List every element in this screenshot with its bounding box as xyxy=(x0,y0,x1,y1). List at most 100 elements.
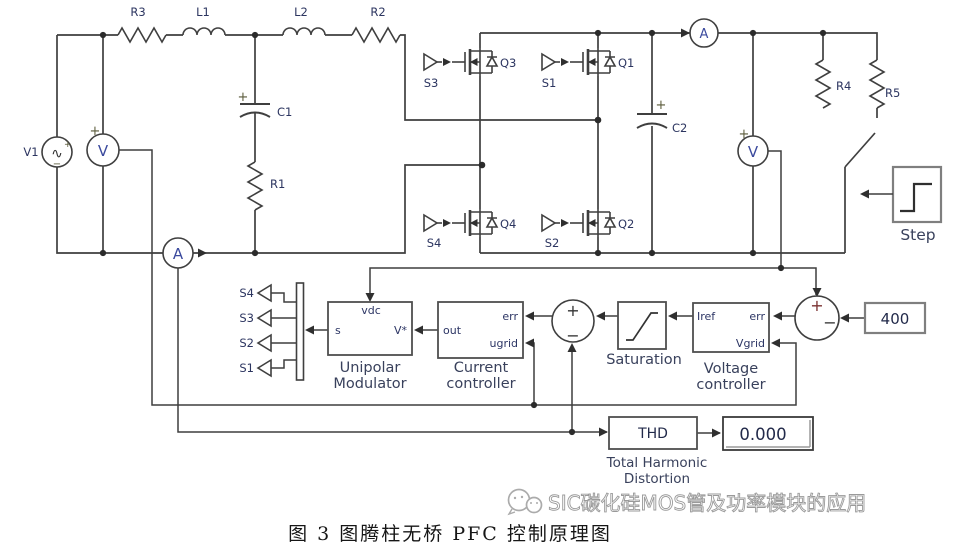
constant-400-value: 400 xyxy=(881,310,910,328)
saturation-curve-icon xyxy=(626,312,658,341)
input-voltmeter-letter: V xyxy=(98,142,109,160)
goto-tag-s4[interactable]: S4 xyxy=(239,284,272,302)
v1-minus-sign: − xyxy=(53,159,61,170)
r5-label: R5 xyxy=(885,86,900,100)
thd-caption-1: Total Harmonic xyxy=(606,455,708,471)
saturation-block[interactable]: Saturation xyxy=(606,301,682,368)
voltage-sum-plus: + xyxy=(810,296,823,315)
r3-label: R3 xyxy=(130,5,145,19)
r4-label: R4 xyxy=(836,79,851,93)
voltage-sum-minus: − xyxy=(823,313,836,332)
voltage-controller-block[interactable]: Iref err Vgrid Voltage controller xyxy=(692,302,770,393)
r1-label: R1 xyxy=(270,177,285,191)
current-sum-minus: − xyxy=(566,326,579,345)
resistor-r3[interactable]: R3 xyxy=(117,5,167,44)
goto-s4-label: S4 xyxy=(239,286,254,300)
resistor-r5[interactable]: R5 xyxy=(868,59,900,109)
unipolar-modulator-block[interactable]: vdc s V* Unipolar Modulator xyxy=(327,301,413,392)
output-ammeter-letter: A xyxy=(700,27,709,42)
inductor-l1[interactable]: L1 xyxy=(182,5,226,36)
output-voltmeter-plus: + xyxy=(739,127,750,142)
gate-driver-s1[interactable]: S1 xyxy=(541,53,570,90)
unipolar-modulator-name-1: Unipolar xyxy=(340,360,401,376)
mosfet-q1[interactable]: Q1 xyxy=(568,46,634,78)
v1-plus-sign: + xyxy=(64,140,72,150)
port-err-cc: err xyxy=(502,310,518,323)
inductor-l2[interactable]: L2 xyxy=(282,5,326,36)
thd-display-value: 0.000 xyxy=(739,425,786,444)
gate-driver-s3[interactable]: S3 xyxy=(423,53,452,90)
s2-label: S2 xyxy=(545,236,560,250)
watermark: SIC碳化硅MOS管及功率模块的应用 xyxy=(507,488,867,516)
step-block[interactable]: Step xyxy=(891,165,943,244)
port-vdc: vdc xyxy=(361,304,381,317)
r2-label: R2 xyxy=(370,5,385,19)
voltage-controller-name-2: controller xyxy=(696,377,765,393)
mosfet-q4[interactable]: Q4 xyxy=(450,207,516,239)
watermark-text: SIC碳化硅MOS管及功率模块的应用 xyxy=(548,491,866,515)
s1-label: S1 xyxy=(542,76,557,90)
current-controller-block[interactable]: out err ugrid Current controller xyxy=(437,301,524,392)
figure-caption: 图 3 图腾柱无桥 PFC 控制原理图 xyxy=(288,523,612,545)
capacitor-c1[interactable]: + C1 xyxy=(238,90,293,119)
q2-label: Q2 xyxy=(618,217,634,231)
current-sum-plus: + xyxy=(566,301,579,320)
mosfet-q3[interactable]: Q3 xyxy=(450,46,516,78)
step-label: Step xyxy=(900,226,935,244)
c2-label: C2 xyxy=(672,121,687,135)
goto-s1-label: S1 xyxy=(239,361,254,375)
c2-plus-sign: + xyxy=(656,98,667,113)
input-voltmeter-plus: + xyxy=(90,124,101,139)
unipolar-modulator-name-2: Modulator xyxy=(333,376,406,392)
capacitor-c2[interactable]: + C2 xyxy=(636,98,687,135)
port-err-vc: err xyxy=(749,310,765,323)
port-vgrid: Vgrid xyxy=(736,337,765,350)
goto-tag-s2[interactable]: S2 xyxy=(239,334,272,352)
gate-driver-s2[interactable]: S2 xyxy=(541,214,570,250)
resistor-r4[interactable]: R4 xyxy=(814,59,851,109)
thd-block[interactable]: THD Total Harmonic Distortion xyxy=(606,416,708,487)
voltage-error-sum[interactable]: + − xyxy=(794,295,840,341)
resistor-r2[interactable]: R2 xyxy=(351,5,401,44)
output-ammeter[interactable]: A xyxy=(689,18,719,48)
q4-label: Q4 xyxy=(500,217,516,231)
goto-tag-s1[interactable]: S1 xyxy=(239,359,272,377)
wechat-logo-icon xyxy=(507,488,543,516)
input-ammeter-letter: A xyxy=(173,245,184,263)
saturation-name: Saturation xyxy=(606,352,682,368)
gate-signal-demux[interactable] xyxy=(295,282,305,381)
ac-source-v1[interactable]: ∿ + − V1 xyxy=(23,136,73,170)
q3-label: Q3 xyxy=(500,56,516,70)
junction-dots xyxy=(99,29,827,436)
output-voltmeter-letter: V xyxy=(748,143,759,161)
s4-label: S4 xyxy=(427,236,442,250)
port-s: s xyxy=(335,324,341,337)
s3-label: S3 xyxy=(424,76,439,90)
thd-caption-2: Distortion xyxy=(624,471,690,487)
mosfet-q2[interactable]: Q2 xyxy=(568,207,634,239)
goto-s3-label: S3 xyxy=(239,311,254,325)
control-wires xyxy=(119,149,865,438)
v1-label: V1 xyxy=(23,145,38,159)
port-iref: Iref xyxy=(697,310,716,323)
l2-label: L2 xyxy=(294,5,308,19)
current-controller-name-2: controller xyxy=(446,376,515,392)
current-error-sum[interactable]: + − xyxy=(551,299,595,345)
goto-s2-label: S2 xyxy=(239,336,254,350)
port-out: out xyxy=(443,324,462,337)
goto-tag-s3[interactable]: S3 xyxy=(239,309,272,327)
step-waveform-icon xyxy=(900,182,932,213)
c1-plus-sign: + xyxy=(238,90,249,105)
constant-400-block[interactable]: 400 xyxy=(863,301,927,335)
port-vstar: V* xyxy=(394,324,408,337)
gate-driver-s4[interactable]: S4 xyxy=(423,214,452,250)
resistor-r1[interactable]: R1 xyxy=(246,161,285,211)
load-switch-blade xyxy=(844,132,876,168)
c1-label: C1 xyxy=(277,105,292,119)
port-ugrid: ugrid xyxy=(489,337,518,350)
thd-display[interactable]: 0.000 xyxy=(722,416,814,451)
current-controller-name-1: Current xyxy=(454,360,509,376)
input-ammeter[interactable]: A xyxy=(162,237,194,269)
